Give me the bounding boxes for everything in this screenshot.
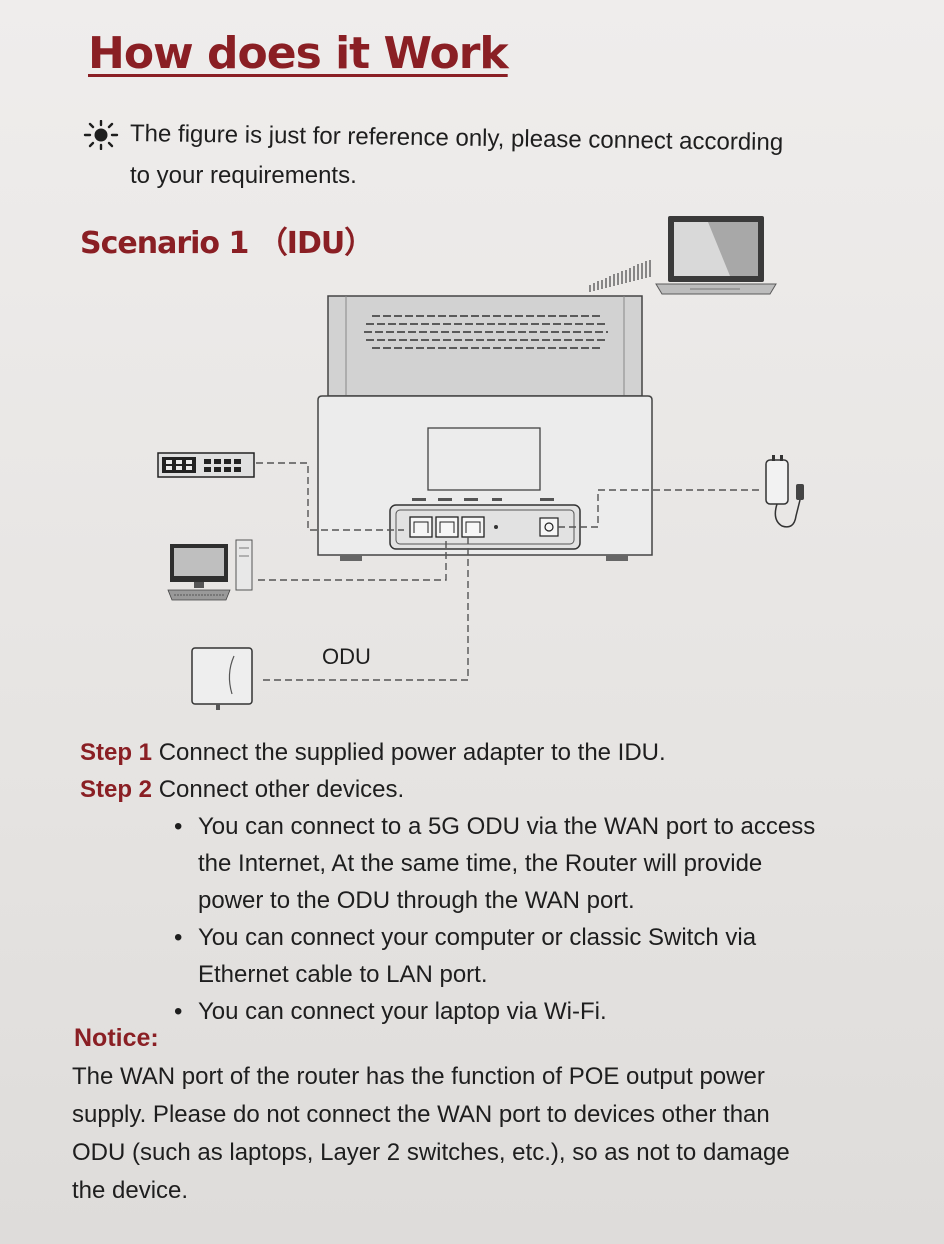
bullet-2-line-1: You can connect your computer or classic…	[198, 924, 757, 951]
notice-body: The WAN port of the router has the funct…	[72, 1058, 892, 1210]
step-1-label: Step 1	[80, 739, 153, 766]
notice-line-4: the device.	[72, 1177, 189, 1204]
step-2: Step 2 Connect other devices.	[80, 771, 920, 808]
sun-icon	[83, 120, 119, 150]
step-1: Step 1 Connect the supplied power adapte…	[80, 734, 920, 771]
power-adapter-icon	[765, 455, 804, 528]
bullet-item-lan: You can connect your computer or classic…	[174, 919, 920, 993]
notice-title: Notice:	[74, 1024, 159, 1052]
note-text-line-2: to your requirements.	[130, 162, 357, 189]
bullet-1-line-2: the Internet, At the same time, the Rout…	[198, 850, 763, 877]
bullet-item-odu: You can connect to a 5G ODU via the WAN …	[174, 808, 920, 919]
notice-line-3: ODU (such as laptops, Layer 2 switches, …	[72, 1139, 790, 1166]
step-2-bullet-list: You can connect to a 5G ODU via the WAN …	[80, 808, 920, 1030]
page-title: How does it Work	[88, 28, 509, 79]
odu-icon	[191, 647, 253, 710]
scenario-title: Scenario 1 （IDU）	[80, 226, 374, 261]
wifi-signal-icon	[589, 260, 651, 292]
router-icon	[317, 295, 653, 561]
note-text-line-1: The figure is just for reference only, p…	[129, 120, 784, 157]
notice-line-1: The WAN port of the router has the funct…	[72, 1063, 765, 1090]
step-2-label: Step 2	[80, 776, 153, 803]
bullet-item-wifi: You can connect your laptop via Wi-Fi.	[174, 993, 920, 1030]
odu-label: ODU	[322, 644, 371, 669]
desktop-computer-icon	[167, 539, 253, 601]
steps-section: Step 1 Connect the supplied power adapte…	[80, 734, 920, 1030]
laptop-icon	[655, 216, 777, 295]
connection-diagram	[157, 216, 804, 710]
switch-icon	[157, 452, 255, 478]
step-1-text: Connect the supplied power adapter to th…	[158, 739, 666, 766]
notice-line-2: supply. Please do not connect the WAN po…	[72, 1101, 770, 1128]
connection-lines	[256, 462, 760, 681]
bullet-3-line-1: You can connect your laptop via Wi-Fi.	[198, 998, 607, 1025]
bullet-1-line-3: power to the ODU through the WAN port.	[198, 887, 635, 914]
bullet-1-line-1: You can connect to a 5G ODU via the WAN …	[198, 813, 816, 840]
bullet-2-line-2: Ethernet cable to LAN port.	[198, 961, 488, 988]
step-2-text: Connect other devices.	[158, 776, 405, 803]
